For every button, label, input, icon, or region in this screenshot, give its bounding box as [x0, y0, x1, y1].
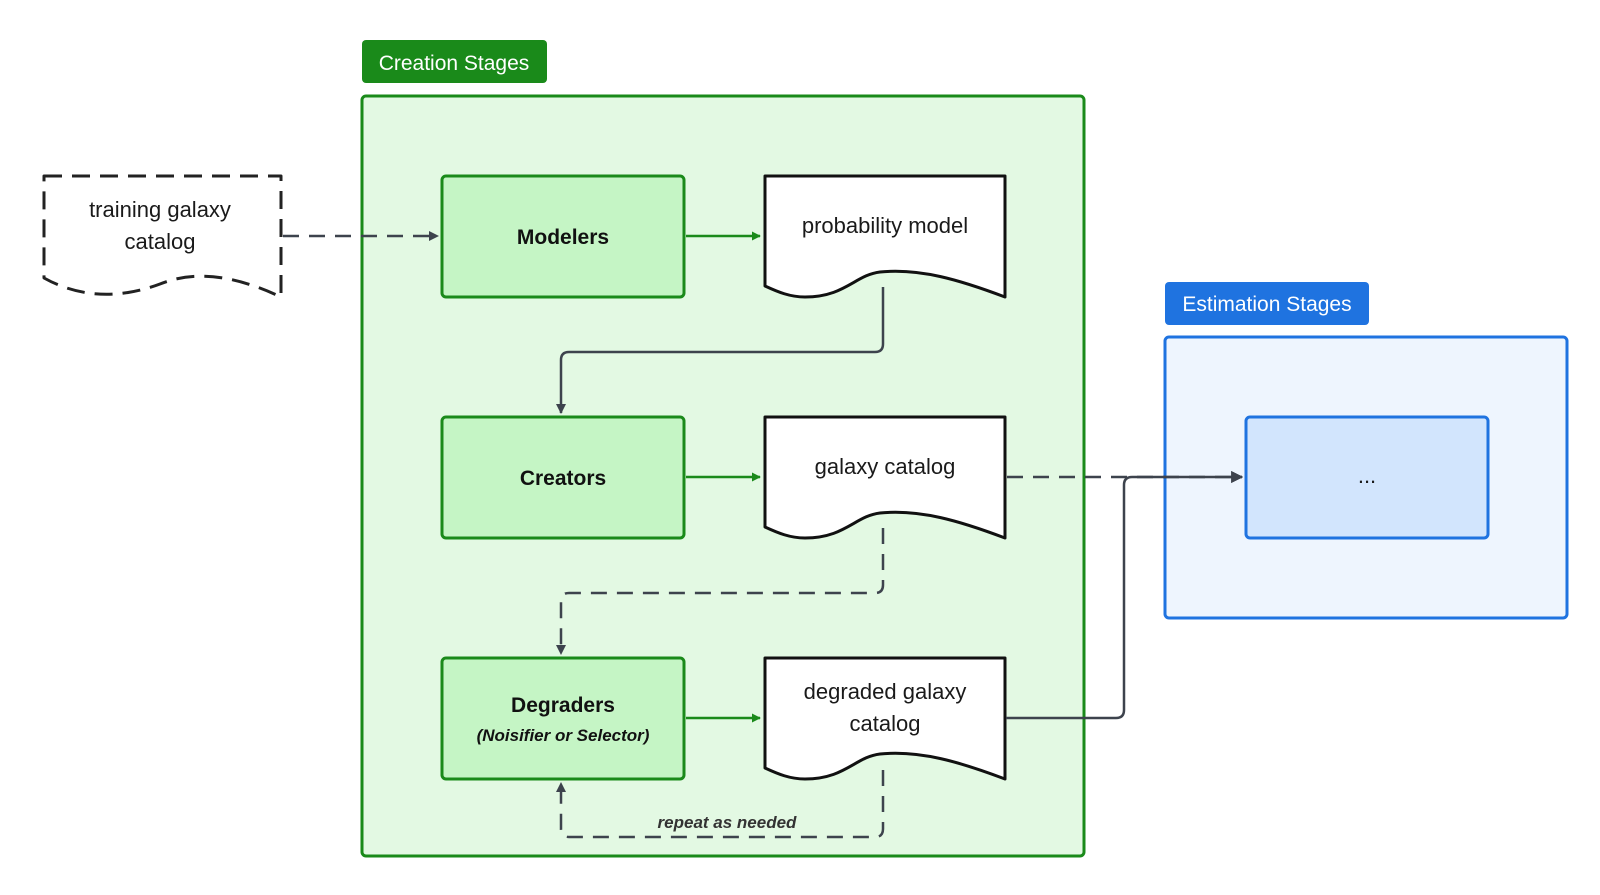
creation-stages-label: Creation Stages	[379, 52, 530, 75]
creators-stage: Creators	[440, 415, 686, 540]
degraders-box	[440, 656, 686, 781]
probability-model-label: probability model	[802, 213, 968, 238]
training-catalog-shape	[42, 174, 283, 299]
creators-box	[440, 415, 686, 540]
degraders-stage: Degraders (Noisifier or Selector)	[440, 656, 686, 781]
galaxy-catalog-document: galaxy catalog	[763, 415, 1007, 540]
connector-model-to-creators	[556, 287, 885, 414]
degraded-catalog-label-line2: catalog	[850, 711, 921, 736]
probability-model-document: probability model	[763, 174, 1007, 299]
degraded-catalog-label-line1: degraded galaxy	[804, 679, 967, 704]
repeat-label: repeat as needed	[658, 813, 798, 832]
training-catalog-label-line2: catalog	[125, 229, 196, 254]
galaxy-catalog-shape	[763, 415, 1007, 540]
degraded-catalog-shape	[763, 656, 1007, 781]
galaxy-catalog-label: galaxy catalog	[815, 454, 956, 479]
connector-repeat-loop	[556, 770, 885, 839]
degraders-sublabel: (Noisifier or Selector)	[477, 726, 650, 745]
probability-model-shape	[763, 174, 1007, 299]
training-catalog-label-line1: training galaxy	[89, 197, 231, 222]
estimation-ellipsis: ...	[1358, 463, 1376, 488]
estimation-stages-label: Estimation Stages	[1182, 293, 1351, 316]
estimation-stages-tag	[1165, 282, 1369, 325]
modelers-stage: Modelers	[440, 174, 686, 299]
estimation-box	[1244, 415, 1490, 540]
creation-stages-tag	[362, 40, 547, 83]
connector-degraded-to-estimation	[1006, 471, 1244, 720]
degraders-label: Degraders	[511, 694, 615, 717]
degraded-catalog-document: degraded galaxy catalog	[763, 656, 1007, 781]
connector-catalog-to-degraders	[556, 528, 885, 655]
estimation-stage: ...	[1244, 415, 1490, 540]
modelers-label: Modelers	[517, 226, 609, 249]
modelers-box	[440, 174, 686, 299]
creators-label: Creators	[520, 467, 606, 490]
training-catalog-input: training galaxy catalog	[42, 174, 283, 299]
